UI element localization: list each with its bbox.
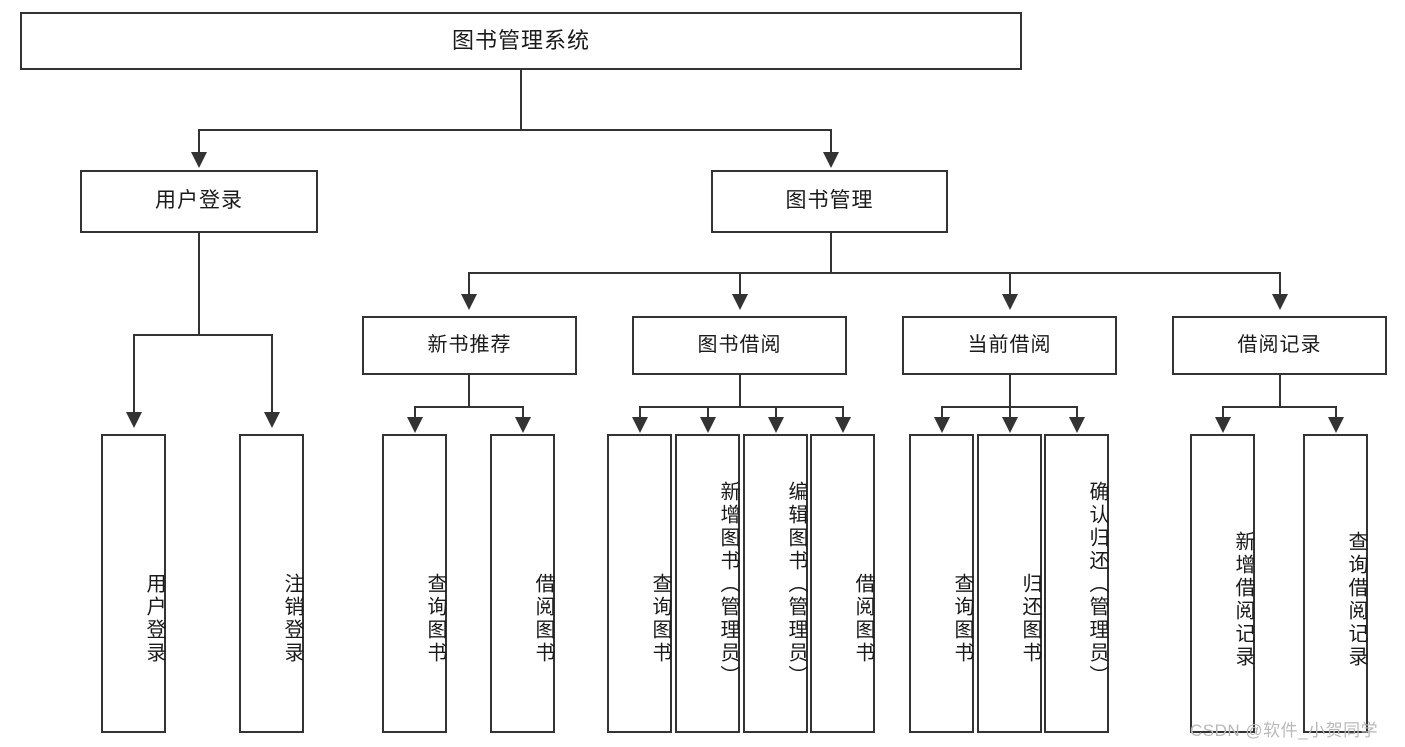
leaf-current-confirm-return-admin[interactable]: 确认归还（管理员）	[1044, 434, 1109, 733]
arrowhead-current-to-leaf-3	[1069, 417, 1085, 433]
node-book-borrow[interactable]: 图书借阅	[632, 316, 847, 375]
arrowhead-bookmgmt-to-record	[1272, 294, 1288, 310]
leaf-newbook-borrow-book[interactable]: 借阅图书	[490, 434, 555, 733]
connector-borrow-to-leaf-4	[842, 406, 844, 419]
node-user-login[interactable]: 用户登录	[80, 170, 318, 233]
arrowhead-bookmgmt-to-current	[1002, 294, 1018, 310]
node-book-management[interactable]: 图书管理	[711, 170, 948, 233]
node-borrow-record[interactable]: 借阅记录	[1172, 316, 1387, 375]
connector-login-bus	[133, 334, 272, 336]
connector-current-to-leaf-1	[941, 406, 943, 419]
connector-login-stem	[198, 233, 200, 335]
leaf-borrow-query-book[interactable]: 查询图书	[607, 434, 672, 733]
arrowhead-root-to-login	[191, 152, 207, 168]
connector-bookmgmt-bus	[468, 272, 1279, 274]
arrowhead-current-to-leaf-2	[1002, 417, 1018, 433]
arrowhead-current-to-leaf-1	[934, 417, 950, 433]
leaf-borrow-edit-book-admin[interactable]: 编辑图书（管理员）	[743, 434, 808, 733]
arrowhead-login-to-leaf-1	[126, 412, 142, 428]
leaf-user-login[interactable]: 用户登录	[101, 434, 166, 733]
connector-newbook-to-leaf-1	[414, 406, 416, 419]
connector-bookmgmt-to-record	[1279, 272, 1281, 296]
leaf-current-query-book[interactable]: 查询图书	[909, 434, 974, 733]
arrowhead-record-to-leaf-2	[1328, 417, 1344, 433]
connector-borrow-to-leaf-2	[707, 406, 709, 419]
connector-current-to-leaf-2	[1009, 406, 1011, 419]
connector-root-to-bookmgmt	[830, 129, 832, 155]
arrowhead-bookmgmt-to-borrow	[732, 294, 748, 310]
arrowhead-newbook-to-leaf-2	[515, 417, 531, 433]
arrowhead-borrow-to-leaf-3	[768, 417, 784, 433]
leaf-record-add-record[interactable]: 新增借阅记录	[1190, 434, 1255, 733]
connector-login-to-leaf-2	[271, 334, 273, 414]
connector-newbook-bus	[414, 406, 524, 408]
node-root-system[interactable]: 图书管理系统	[20, 12, 1022, 70]
connector-bookmgmt-stem	[830, 233, 832, 273]
connector-bookmgmt-to-newbook	[468, 272, 470, 296]
arrowhead-record-to-leaf-1	[1215, 417, 1231, 433]
connector-newbook-to-leaf-2	[522, 406, 524, 419]
leaf-record-query-record[interactable]: 查询借阅记录	[1303, 434, 1368, 733]
leaf-newbook-query-book[interactable]: 查询图书	[382, 434, 447, 733]
connector-login-to-leaf-1	[133, 334, 135, 414]
connector-record-to-leaf-2	[1335, 406, 1337, 419]
leaf-logout[interactable]: 注销登录	[239, 434, 304, 733]
connector-current-to-leaf-3	[1076, 406, 1078, 419]
connector-root-stem	[520, 70, 522, 130]
connector-record-stem	[1279, 375, 1281, 407]
node-new-book-recommend[interactable]: 新书推荐	[362, 316, 577, 375]
arrowhead-bookmgmt-to-newbook	[461, 294, 477, 310]
connector-root-bus	[198, 129, 832, 131]
connector-borrow-bus	[639, 406, 844, 408]
connector-record-bus	[1222, 406, 1337, 408]
connector-borrow-to-leaf-1	[639, 406, 641, 419]
connector-bookmgmt-to-current	[1009, 272, 1011, 296]
connector-borrow-to-leaf-3	[775, 406, 777, 419]
leaf-borrow-borrow-book[interactable]: 借阅图书	[810, 434, 875, 733]
connector-bookmgmt-to-borrow	[739, 272, 741, 296]
arrowhead-newbook-to-leaf-1	[407, 417, 423, 433]
arrowhead-borrow-to-leaf-4	[835, 417, 851, 433]
arrowhead-root-to-bookmgmt	[823, 152, 839, 168]
connector-borrow-stem	[739, 375, 741, 407]
leaf-current-return-book[interactable]: 归还图书	[977, 434, 1042, 733]
node-current-borrow[interactable]: 当前借阅	[902, 316, 1117, 375]
connector-current-stem	[1009, 375, 1011, 407]
arrowhead-login-to-leaf-2	[264, 412, 280, 428]
leaf-borrow-add-book-admin[interactable]: 新增图书（管理员）	[675, 434, 740, 733]
arrowhead-borrow-to-leaf-2	[700, 417, 716, 433]
connector-record-to-leaf-1	[1222, 406, 1224, 419]
connector-root-to-login	[198, 129, 200, 155]
arrowhead-borrow-to-leaf-1	[632, 417, 648, 433]
connector-newbook-stem	[468, 375, 470, 407]
